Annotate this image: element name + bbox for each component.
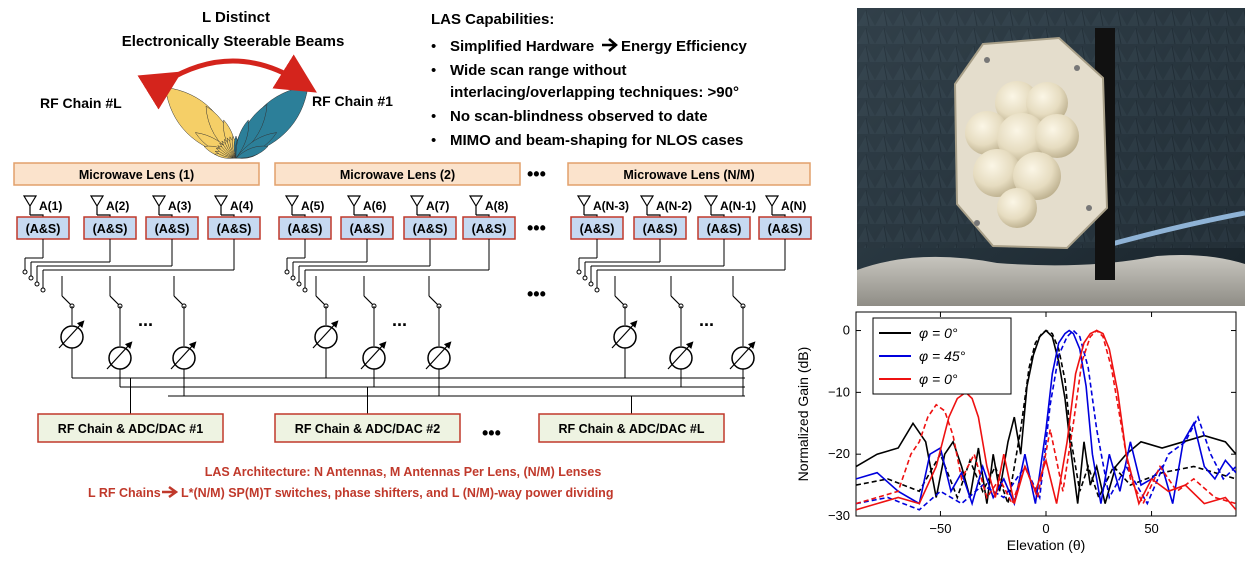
amp-switch-label: (A&S) [350,222,385,236]
amp-switch-label: (A&S) [472,222,507,236]
amp-switch-label: (A&S) [413,222,448,236]
switch-contact [41,288,45,292]
capability-item: • MIMO and beam-shaping for NLOS cases [431,132,743,149]
svg-text:•: • [431,108,436,125]
svg-text:No scan-blindness observed to: No scan-blindness observed to date [450,108,708,125]
phase-shifter-icon [670,347,692,369]
x-axis-label: Elevation (θ) [1007,537,1086,553]
antenna-label: A(7) [426,199,449,213]
amp-switch-label: (A&S) [155,222,190,236]
phase-shifter-icon [173,347,195,369]
switch-contact [35,282,39,286]
antenna-label: A(6) [363,199,386,213]
rf-chain-left-label: RF Chain #L [40,95,122,111]
capability-text: Simplified Hardware [450,38,594,55]
phase-shifter-icon [315,326,337,348]
gain-chart: −50 0 50 0 −10 −20 −30 φ = 0° φ = 45° φ = 0° Eleva… [795,312,1236,553]
switch-contact [297,282,301,286]
switch-ellipsis: ••• [527,284,546,304]
circuit-diagram: Microwave Lens (1) A(1) (A&S) A(2) (A&S) A(3)… [14,163,811,442]
x-tick-label: 0 [1042,521,1049,536]
as-ellipsis: ••• [527,218,546,238]
caption-line2-prefix: L RF Chains [88,486,161,500]
antenna-label: A(N) [781,199,806,213]
antenna-label: A(5) [301,199,324,213]
antenna-label: A(N-2) [656,199,692,213]
amp-switch-label: (A&S) [643,222,678,236]
phase-shifter-icon [428,347,450,369]
antenna-label: A(1) [39,199,62,213]
capability-text: Energy Efficiency [621,38,748,55]
beam-illustration [165,86,308,159]
x-tick-label: −50 [929,521,951,536]
rf-chain-label: RF Chain & ADC/DAC #2 [295,422,440,436]
microwave-lens-label: Microwave Lens (1) [79,168,194,182]
amp-switch-label: (A&S) [217,222,252,236]
amp-switch-label: (A&S) [707,222,742,236]
amp-switch-label: (A&S) [288,222,323,236]
caption-line1: LAS Architecture: N Antennas, M Antennas… [205,465,602,479]
capability-item: • Wide scan range without interlacing/ov… [431,62,739,101]
switch-contact [29,276,33,280]
lens-ellipsis: ••• [527,164,546,184]
y-tick-label: −30 [828,508,850,523]
switch-contact [23,270,27,274]
y-axis-label: Normalized Gain (dB) [795,347,811,482]
phase-shifter-icon [109,347,131,369]
y-tick-label: −10 [828,384,850,399]
beams-title-line2: Electronically Steerable Beams [122,33,345,50]
antenna-label: A(2) [106,199,129,213]
switch-ellipsis: ... [392,310,407,330]
phase-shifter-icon [732,347,754,369]
svg-text:•: • [431,62,436,79]
amp-switch-label: (A&S) [580,222,615,236]
microwave-lens-label: Microwave Lens (2) [340,168,455,182]
switch-contact [291,276,295,280]
svg-text:interlacing/overlapping techni: interlacing/overlapping techniques: >90° [450,84,739,101]
svg-text:•: • [431,38,436,55]
phase-shifter-icon [614,326,636,348]
microwave-lens-label: Microwave Lens (N/M) [623,168,754,182]
antenna-label: A(4) [230,199,253,213]
switch-contact [285,270,289,274]
switch-ellipsis: ... [138,310,153,330]
rf-chain-label: RF Chain & ADC/DAC #L [558,422,704,436]
capabilities-title: LAS Capabilities: [431,11,554,28]
antenna-label: A(8) [485,199,508,213]
beam-steer-arrow [165,61,300,82]
legend-label: φ = 45° [919,348,966,364]
switch-contact [577,270,581,274]
capability-item: • Simplified Hardware Energy Efficiency [431,38,748,55]
switch-contact [583,276,587,280]
legend-label: φ = 0° [919,325,958,341]
y-tick-label: 0 [843,323,850,338]
svg-text:MIMO and beam-shaping for NLOS: MIMO and beam-shaping for NLOS cases [450,132,743,149]
antenna-label: A(3) [168,199,191,213]
switch-contact [303,288,307,292]
svg-text:Wide scan range without: Wide scan range without [450,62,627,79]
switch-contact [589,282,593,286]
caption-line2-suffix: L*(N/M) SP(M)T switches, phase shifters,… [181,486,613,500]
svg-text:•: • [431,132,436,149]
capability-item: • No scan-blindness observed to date [431,108,708,125]
rf-ellipsis: ••• [482,423,501,443]
y-tick-label: −20 [828,446,850,461]
amp-switch-label: (A&S) [26,222,61,236]
right-arrow-icon [602,39,616,51]
phase-shifter-icon [61,326,83,348]
rf-chain-right-label: RF Chain #1 [312,93,393,109]
rf-chain-label: RF Chain & ADC/DAC #1 [58,422,203,436]
x-tick-label: 50 [1144,521,1158,536]
lens-antenna-photo [857,8,1245,306]
beams-title-line1: L Distinct [202,9,270,26]
phase-shifter-icon [363,347,385,369]
legend-label: φ = 0° [919,371,958,387]
switch-ellipsis: ... [699,310,714,330]
antenna-label: A(N-3) [593,199,629,213]
amp-switch-label: (A&S) [93,222,128,236]
switch-contact [595,288,599,292]
right-arrow-icon [162,487,176,497]
amp-switch-label: (A&S) [768,222,803,236]
antenna-label: A(N-1) [720,199,756,213]
